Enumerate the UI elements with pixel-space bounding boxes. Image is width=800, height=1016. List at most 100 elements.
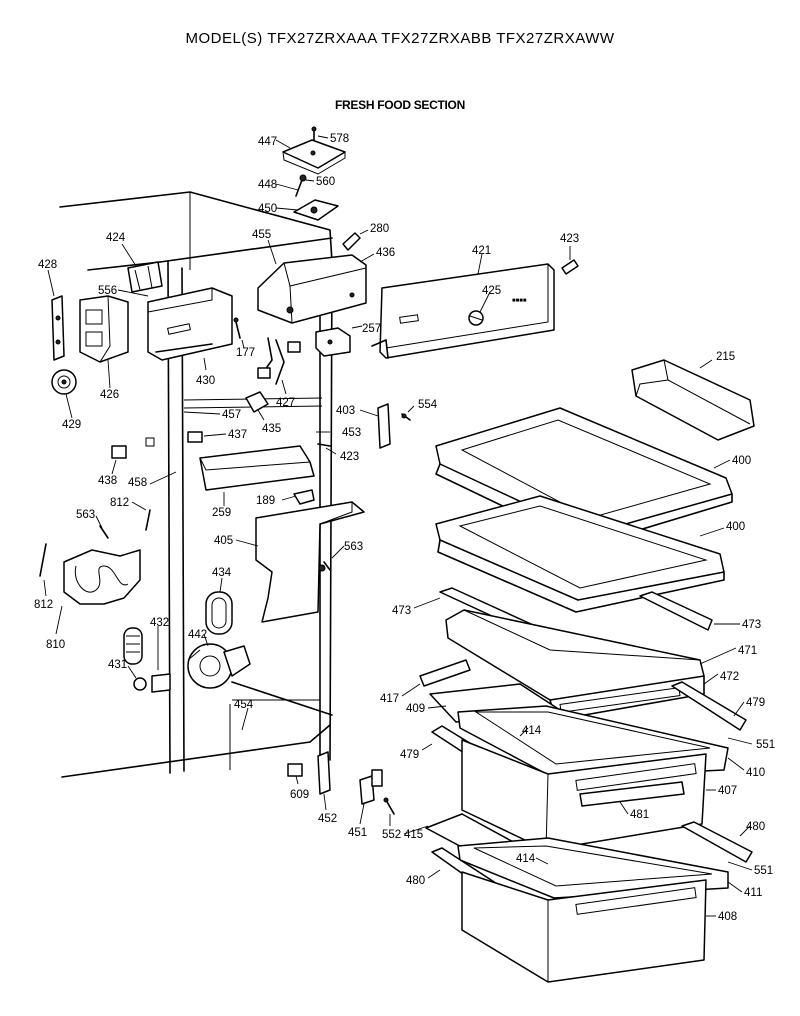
part-554-screw (401, 413, 411, 421)
part-label-431: 431 (108, 659, 127, 671)
part-812-wire-b (39, 543, 47, 577)
part-563-screw-b (323, 561, 331, 571)
part-400-shelf-b (435, 495, 725, 613)
part-442-fan-motor (187, 643, 251, 689)
part-417-slide (419, 659, 471, 687)
part-423-bracket (317, 443, 331, 447)
part-label-409: 409 (406, 703, 425, 715)
part-label-810: 810 (46, 639, 65, 651)
part-434-gasket (205, 591, 233, 635)
part-label-473-b: 473 (742, 619, 761, 631)
part-label-411: 411 (744, 887, 762, 899)
part-label-560: 560 (316, 176, 335, 188)
part-421-control-panel: ■■■■ (371, 263, 555, 359)
part-257-thermostat (315, 327, 351, 357)
part-label-280: 280 (370, 223, 389, 235)
part-label-430: 430 (196, 375, 215, 387)
part-label-471: 471 (738, 645, 757, 657)
part-label-259: 259 (212, 507, 231, 519)
part-label-554: 554 (418, 399, 438, 411)
section-title: FRESH FOOD SECTION (335, 98, 465, 112)
part-480-slide-right (681, 821, 753, 863)
part-177-screw (233, 317, 241, 339)
part-label-424: 424 (106, 232, 126, 244)
part-435-socket (245, 391, 269, 413)
part-label-403: 403 (336, 405, 355, 417)
part-label-480-b: 480 (406, 875, 425, 887)
part-429-gear (51, 369, 77, 395)
part-452-bracket (317, 751, 331, 795)
part-label-609: 609 (290, 789, 309, 801)
part-label-415: 415 (404, 829, 423, 841)
part-label-437: 437 (228, 429, 247, 441)
part-424-light-socket (127, 261, 163, 293)
part-label-556: 556 (98, 285, 117, 297)
part-430-housing (147, 287, 233, 361)
part-label-551-a: 551 (756, 739, 775, 751)
part-label-812-b: 812 (34, 599, 53, 611)
part-438-clip (111, 437, 155, 459)
svg-text:■■■■: ■■■■ (512, 298, 527, 304)
part-label-563-a: 563 (76, 509, 95, 521)
part-447-cover (282, 139, 346, 175)
part-400-shelf-a (435, 407, 733, 547)
part-481-handle (579, 781, 685, 807)
part-label-455: 455 (252, 229, 271, 241)
part-408-drawer (461, 871, 707, 983)
part-label-434: 434 (212, 567, 232, 579)
part-label-479-a: 479 (746, 697, 765, 709)
part-label-448: 448 (258, 179, 277, 191)
part-label-423-a: 423 (560, 233, 579, 245)
part-428-switch (51, 295, 65, 361)
part-473-slide-right (639, 591, 713, 631)
part-426-light-shield (79, 295, 129, 363)
part-label-452: 452 (318, 813, 337, 825)
part-labels: 447 578 448 560 450 280 424 455 436 421 … (34, 133, 775, 923)
part-552-screw (383, 797, 395, 815)
part-560-screw (295, 174, 307, 197)
part-451-hinge (359, 769, 383, 805)
part-label-473-a: 473 (392, 605, 411, 617)
part-427-harness (257, 337, 301, 385)
part-label-177: 177 (236, 347, 255, 359)
part-label-423-b: 423 (340, 451, 359, 463)
part-423-pin (561, 259, 579, 275)
part-label-552: 552 (382, 829, 401, 841)
part-471-crisper-cover (445, 609, 705, 701)
part-label-451: 451 (348, 827, 367, 839)
part-label-215: 215 (716, 351, 735, 363)
part-label-458: 458 (128, 477, 147, 489)
part-label-425: 425 (482, 285, 501, 297)
part-label-472: 472 (720, 671, 739, 683)
leader-lines (43, 135, 753, 917)
part-label-454: 454 (234, 699, 254, 711)
part-label-429: 429 (62, 419, 81, 431)
part-425-knob (468, 310, 484, 326)
diagram-title: MODEL(S) TFX27ZRXAAA TFX27ZRXABB TFX27ZR… (185, 30, 615, 47)
part-label-417: 417 (380, 693, 399, 705)
part-label-189: 189 (256, 495, 275, 507)
part-label-447: 447 (258, 136, 277, 148)
part-label-480-a: 480 (746, 821, 765, 833)
part-label-257: 257 (362, 323, 381, 335)
part-label-450: 450 (258, 203, 277, 215)
part-label-414-b: 414 (516, 853, 536, 865)
part-259-cover (199, 445, 315, 491)
part-label-551-b: 551 (754, 865, 773, 877)
part-432-spring (123, 627, 143, 665)
part-label-421: 421 (472, 245, 491, 257)
part-578-screw (311, 126, 317, 141)
part-403-rail (377, 403, 391, 449)
part-812-wire-a (145, 509, 151, 531)
part-label-481: 481 (630, 809, 649, 821)
part-label-432: 432 (150, 617, 169, 629)
part-label-438: 438 (98, 475, 117, 487)
part-436-control-housing (257, 254, 367, 324)
part-label-563-b: 563 (344, 541, 363, 553)
part-label-442: 442 (188, 629, 207, 641)
part-label-578: 578 (330, 133, 349, 145)
part-450-bracket (293, 199, 339, 221)
part-label-427: 427 (276, 397, 295, 409)
part-437-clip (187, 431, 203, 443)
